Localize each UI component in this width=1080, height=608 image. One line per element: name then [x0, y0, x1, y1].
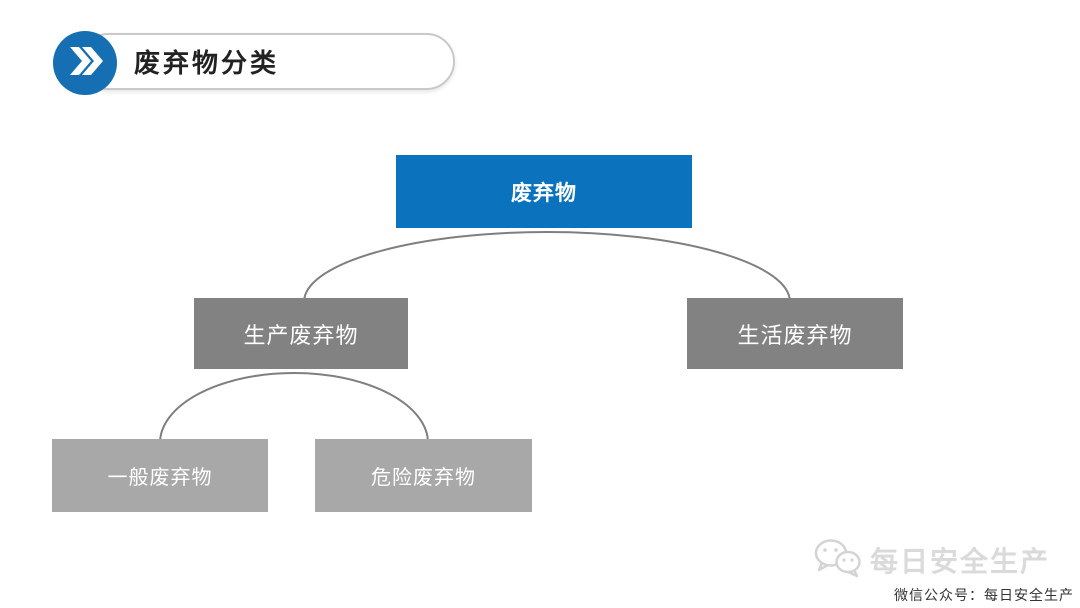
- node-label: 一般废弃物: [107, 467, 213, 489]
- watermark-logo: 每日安全生产: [814, 538, 1050, 583]
- node-label: 生产废弃物: [243, 322, 359, 348]
- double-chevron-right-icon: [67, 46, 103, 81]
- node-production-waste: 生产废弃物: [194, 298, 408, 369]
- node-root-waste: 废弃物: [396, 155, 692, 228]
- node-label: 危险废弃物: [371, 467, 476, 489]
- wechat-account-caption: 微信公众号：每日安全生产: [894, 587, 1074, 603]
- node-domestic-waste: 生活废弃物: [687, 298, 903, 369]
- node-hazardous-waste: 危险废弃物: [315, 439, 532, 512]
- node-label: 废弃物: [511, 181, 577, 205]
- node-label: 生活废弃物: [737, 322, 853, 348]
- header-badge-circle: [53, 31, 117, 95]
- watermark-text: 每日安全生产: [869, 546, 1050, 577]
- page-title: 废弃物分类: [134, 49, 280, 78]
- node-general-waste: 一般废弃物: [52, 439, 268, 512]
- wechat-icon: [814, 538, 862, 583]
- header-title-pill: 废弃物分类: [80, 33, 455, 90]
